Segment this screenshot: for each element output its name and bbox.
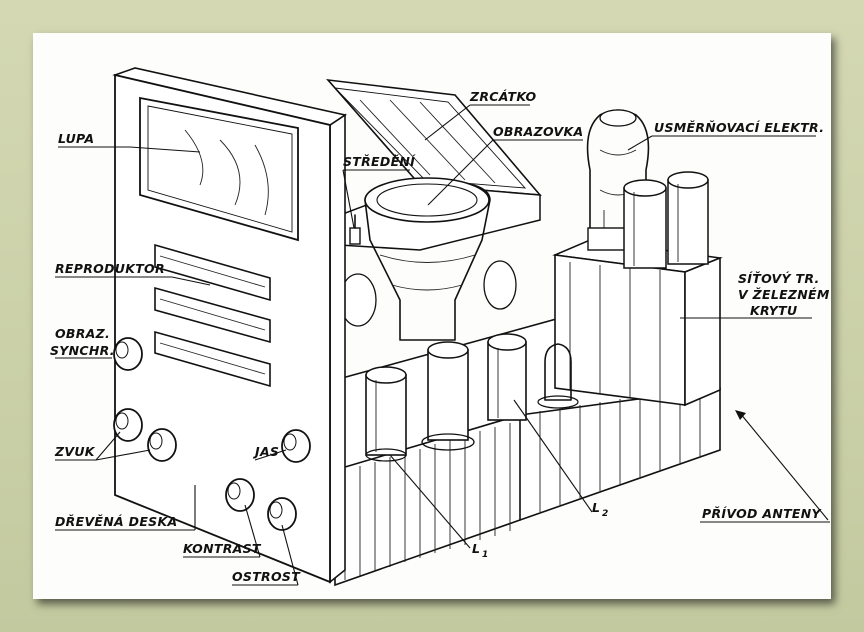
label-lupa: LUPA <box>58 131 94 146</box>
leader-lines <box>55 104 830 586</box>
filter-capacitor-1 <box>623 179 667 269</box>
label-obraz-line1: OBRAZ. <box>55 326 110 341</box>
knob-sync[interactable] <box>113 337 143 371</box>
label-reproduktor: REPRODUKTOR <box>55 261 165 276</box>
label-jas: JAS <box>252 444 279 459</box>
filter-capacitor-2 <box>667 171 709 265</box>
crt-tube <box>339 177 517 341</box>
label-l2: L <box>592 500 600 515</box>
label-l2-subscript: 2 <box>602 509 608 519</box>
knob-focus[interactable] <box>267 497 297 531</box>
knob-contrast[interactable] <box>225 478 255 512</box>
label-zvuk: ZVUK <box>54 444 96 459</box>
knobs <box>113 337 311 531</box>
label-sitovy-line1: SÍŤOVÝ TR. <box>738 271 820 286</box>
labels: LUPA REPRODUKTOR OBRAZ. SYNCHR. ZVUK DŘE… <box>50 89 830 584</box>
valve-1 <box>421 341 475 451</box>
label-ostrost: OSTROST <box>232 569 301 584</box>
label-zrcatko: ZRCÁTKO <box>469 89 537 104</box>
knob-brightness[interactable] <box>281 429 311 463</box>
label-obrazovka: OBRAZOVKA <box>493 124 583 139</box>
label-obraz-line2: SYNCHR. <box>50 343 115 358</box>
knob-sound-2[interactable] <box>147 428 177 462</box>
label-kontrast: KONTRAST <box>183 541 262 556</box>
label-sitovy-line2: V ŽELEZNÉM <box>738 287 830 302</box>
centering-knob <box>349 214 361 245</box>
label-l1-subscript: 1 <box>482 550 488 560</box>
label-stredeni: STŘEDĚNÍ <box>343 154 416 169</box>
coil-l1 <box>365 366 407 462</box>
label-privod-anteny: PŘÍVOD ANTENY <box>702 506 823 521</box>
magnifier-window <box>139 96 299 242</box>
coil-l2 <box>487 333 527 421</box>
label-usmernovaci: USMĚRŇOVACÍ ELEKTR. <box>654 120 824 135</box>
speaker-slots <box>154 243 271 388</box>
knob-sound-1[interactable] <box>113 408 143 442</box>
label-l1: L <box>472 541 480 556</box>
label-sitovy-line3: KRYTU <box>750 303 797 318</box>
label-drevena-deska: DŘEVĚNÁ DESKA <box>55 514 177 529</box>
valve-2 <box>537 343 579 409</box>
